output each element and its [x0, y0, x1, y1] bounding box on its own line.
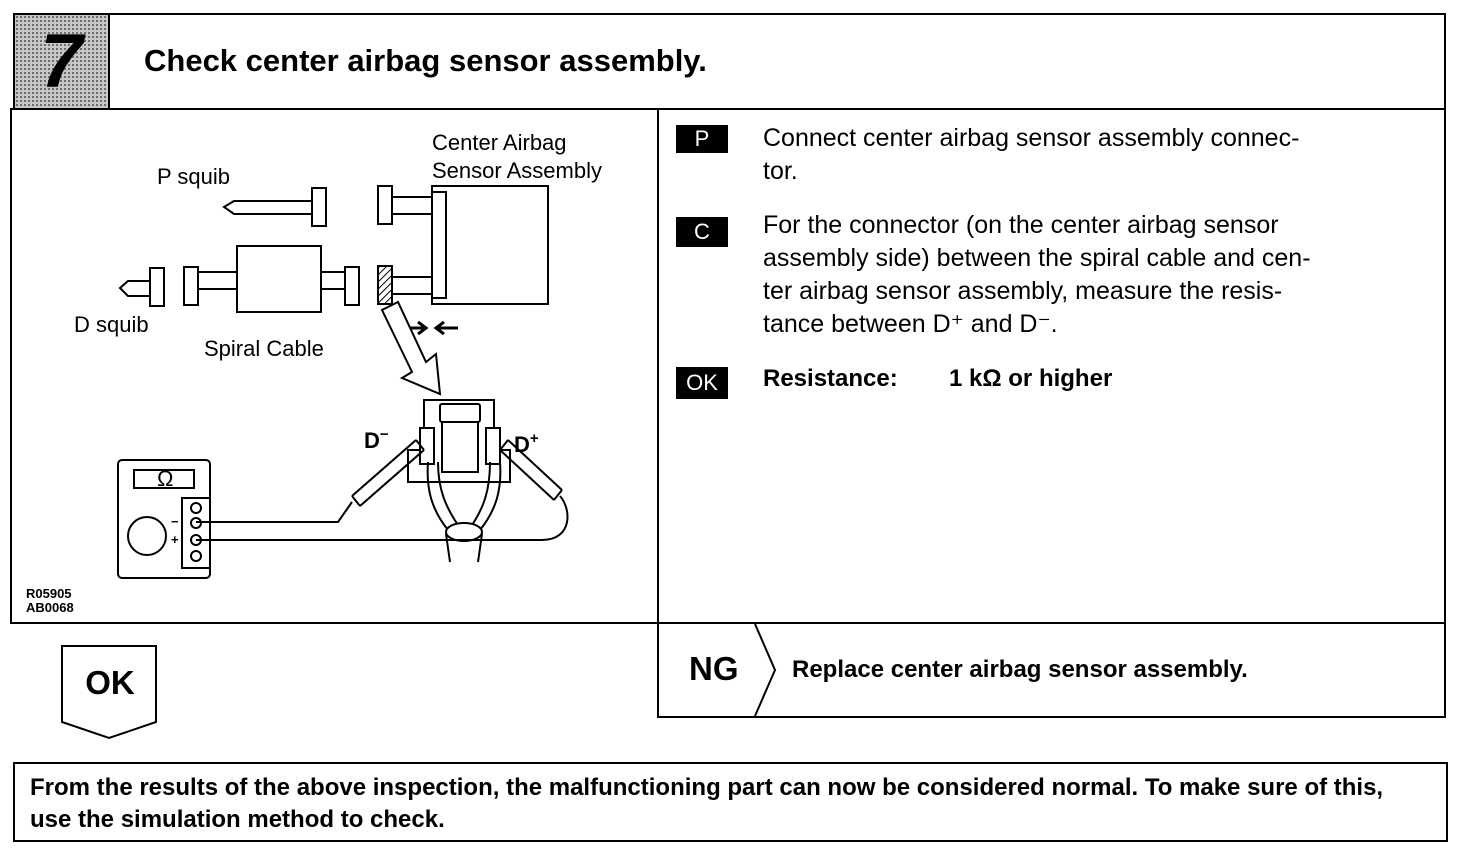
spiral-cable-left-plug [183, 266, 199, 306]
connect-arrows [404, 320, 458, 336]
resistance-value: 1 kΩ or higher [949, 365, 1113, 392]
d-squib-connector [118, 280, 151, 297]
figure-code-1: R05905 [26, 586, 72, 601]
label-center-airbag-line1: Center Airbag [432, 130, 567, 155]
label-spiral-cable: Spiral Cable [204, 336, 324, 361]
ohmmeter-display [133, 469, 195, 489]
conclusion-note: From the results of the above inspection… [13, 762, 1448, 842]
center-airbag-sensor-body [431, 185, 549, 305]
ng-panel: NG Replace center airbag sensor assembly… [657, 622, 1446, 718]
ng-chevron [754, 624, 777, 717]
probe-negative [351, 439, 425, 507]
badge-ok: OK [676, 367, 728, 399]
step-number-box: 7 [15, 15, 110, 108]
label-d-minus: D− [364, 426, 389, 453]
ok-label: OK [85, 664, 135, 701]
instructions-panel: P Connect center airbag sensor assembly … [657, 108, 1446, 624]
wiring-diagram: Center Airbag Sensor Assembly P squib D … [26, 130, 602, 615]
ohmmeter-dial [127, 516, 167, 556]
badge-p: P [676, 125, 728, 153]
meter-minus-label: − [171, 514, 179, 529]
sensor-lower-plug [377, 265, 393, 305]
ohm-symbol: Ω [157, 466, 173, 491]
page-title: Check center airbag sensor assembly. [144, 43, 707, 78]
callout-arrow [380, 300, 442, 396]
ng-action: Replace center airbag sensor assembly. [792, 656, 1248, 683]
sensor-upper-plug [377, 185, 393, 225]
step-number: 7 [40, 19, 83, 104]
lead-positive [196, 495, 569, 541]
center-airbag-sensor-face [431, 191, 447, 299]
probe-positive [499, 439, 563, 501]
label-d-plus: D+ [514, 430, 539, 457]
instruction-p-line2: tor. [763, 157, 798, 185]
label-p-squib: P squib [157, 164, 230, 189]
spiral-cable-right-plug [344, 266, 360, 306]
spiral-cable-body [236, 245, 322, 313]
conclusion-text: From the results of the above inspection… [30, 774, 1384, 833]
label-center-airbag-line2: Sensor Assembly [432, 158, 602, 183]
badge-c: C [676, 217, 728, 247]
instruction-c-line4: tance between D⁺ and D⁻. [763, 310, 1058, 338]
diagram-panel: Center Airbag Sensor Assembly P squib D … [10, 108, 659, 624]
step-header: 7 Check center airbag sensor assembly. [13, 13, 1446, 110]
ok-result-tab [61, 645, 157, 740]
label-d-squib: D squib [74, 312, 149, 337]
instruction-c-line3: ter airbag sensor assembly, measure the … [763, 277, 1283, 305]
connector-closeup [407, 399, 511, 563]
resistance-label: Resistance: [763, 365, 898, 392]
p-squib-connector [222, 200, 313, 215]
lead-negative [196, 501, 353, 523]
ng-label: NG [689, 650, 739, 687]
instruction-c-line1: For the connector (on the center airbag … [763, 211, 1279, 239]
figure-code-2: AB0068 [26, 600, 74, 615]
instruction-c-line2: assembly side) between the spiral cable … [763, 244, 1311, 272]
instruction-p-line1: Connect center airbag sensor assembly co… [763, 124, 1300, 152]
meter-plus-label: + [171, 532, 179, 547]
